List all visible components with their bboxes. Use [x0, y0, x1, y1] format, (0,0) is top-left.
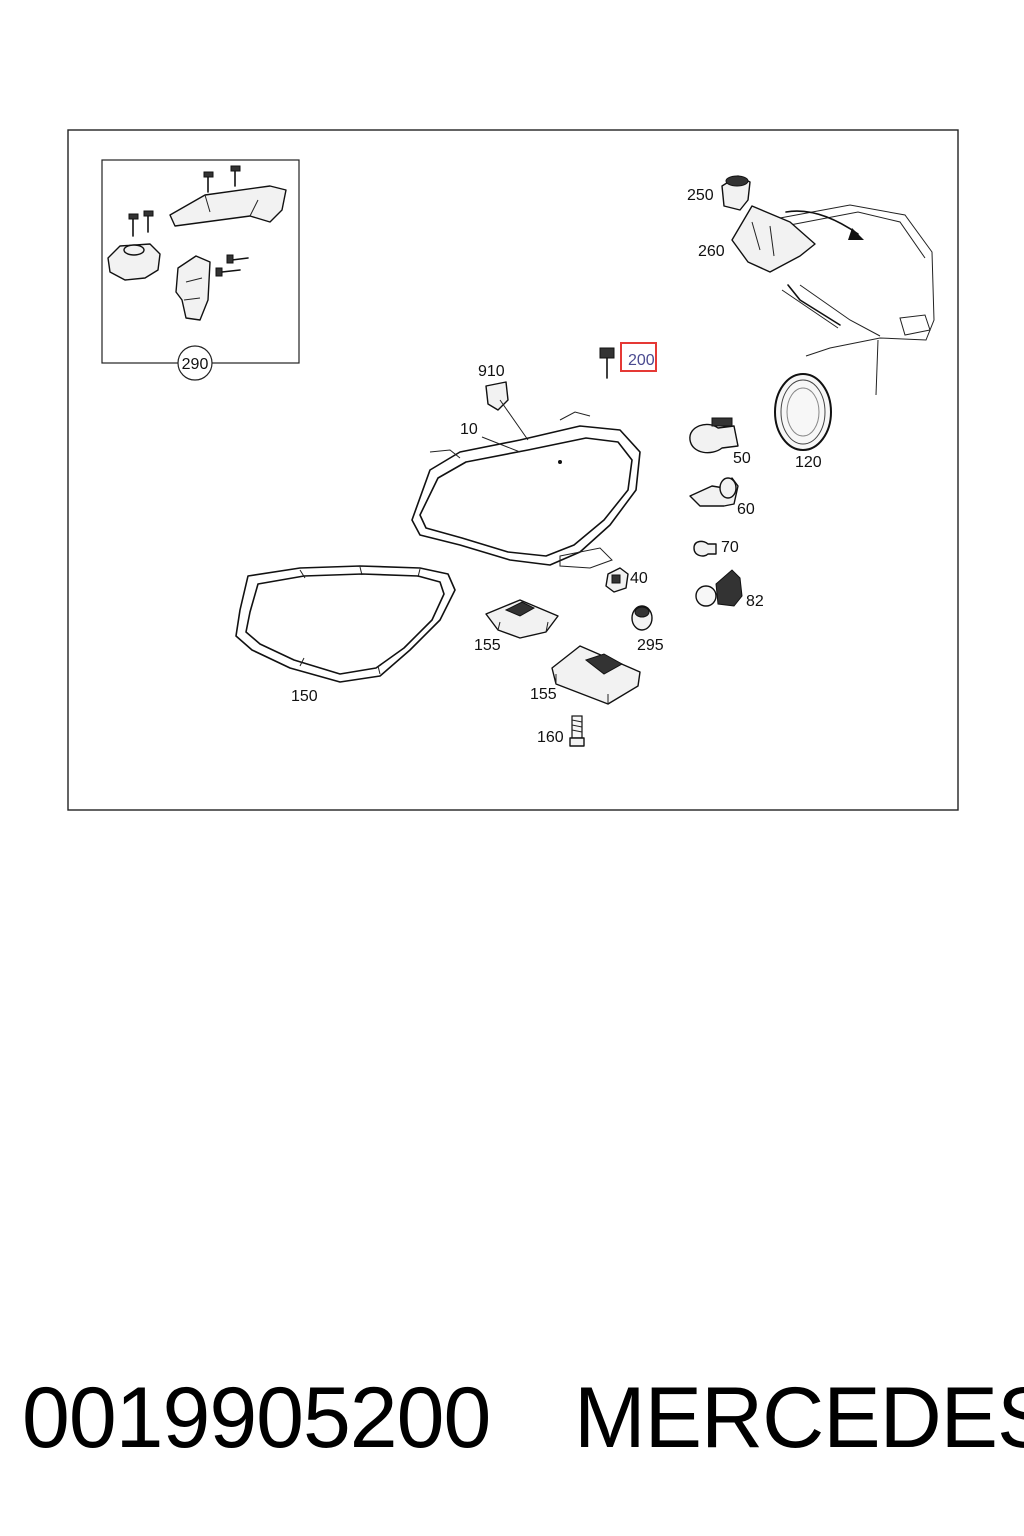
vehicle-outline — [779, 204, 935, 396]
callout-295: 295 — [637, 637, 664, 654]
part-155-ballast-a — [485, 599, 559, 639]
callout-250: 250 — [687, 187, 714, 204]
part-60-bulb — [689, 477, 739, 507]
part-70-bulb — [693, 540, 717, 557]
inset-mounting-kit: 290 — [101, 159, 300, 381]
part-160-bolt — [569, 715, 585, 747]
callout-50: 50 — [733, 450, 751, 467]
part-910-label — [485, 381, 529, 441]
part-150-gasket — [235, 565, 456, 683]
callout-200: 200 — [628, 352, 655, 369]
callout-260: 260 — [698, 243, 725, 260]
part-260-cover — [731, 205, 864, 273]
callout-10: 10 — [460, 421, 478, 438]
brand-text: MERCEDES — [574, 1370, 1024, 1466]
part-250-sensor — [721, 175, 751, 211]
callout-160: 160 — [537, 729, 564, 746]
part-50-bulb — [689, 417, 739, 454]
part-120-cap — [774, 373, 832, 451]
callout-60: 60 — [737, 501, 755, 518]
callout-290: 290 — [182, 356, 209, 373]
highlight-box-200 — [620, 342, 657, 372]
callout-910: 910 — [478, 363, 505, 380]
footer-caption: 0019905200 MERCEDES — [0, 1368, 1024, 1468]
part-82-bulb — [695, 569, 743, 607]
part-295-connector — [631, 605, 653, 631]
part-40-clip — [605, 567, 629, 593]
part-200-screw — [599, 347, 615, 379]
callout-70: 70 — [721, 539, 739, 556]
part-number-text: 0019905200 — [22, 1370, 491, 1466]
diagram-frame — [67, 129, 959, 811]
callout-82: 82 — [746, 593, 764, 610]
part-10-headlamp — [411, 411, 641, 569]
callout-155-b: 155 — [530, 686, 557, 703]
callout-155-a: 155 — [474, 637, 501, 654]
callout-40: 40 — [630, 570, 648, 587]
part-155-control-unit — [551, 645, 641, 705]
callout-120: 120 — [795, 454, 822, 471]
callout-150: 150 — [291, 688, 318, 705]
